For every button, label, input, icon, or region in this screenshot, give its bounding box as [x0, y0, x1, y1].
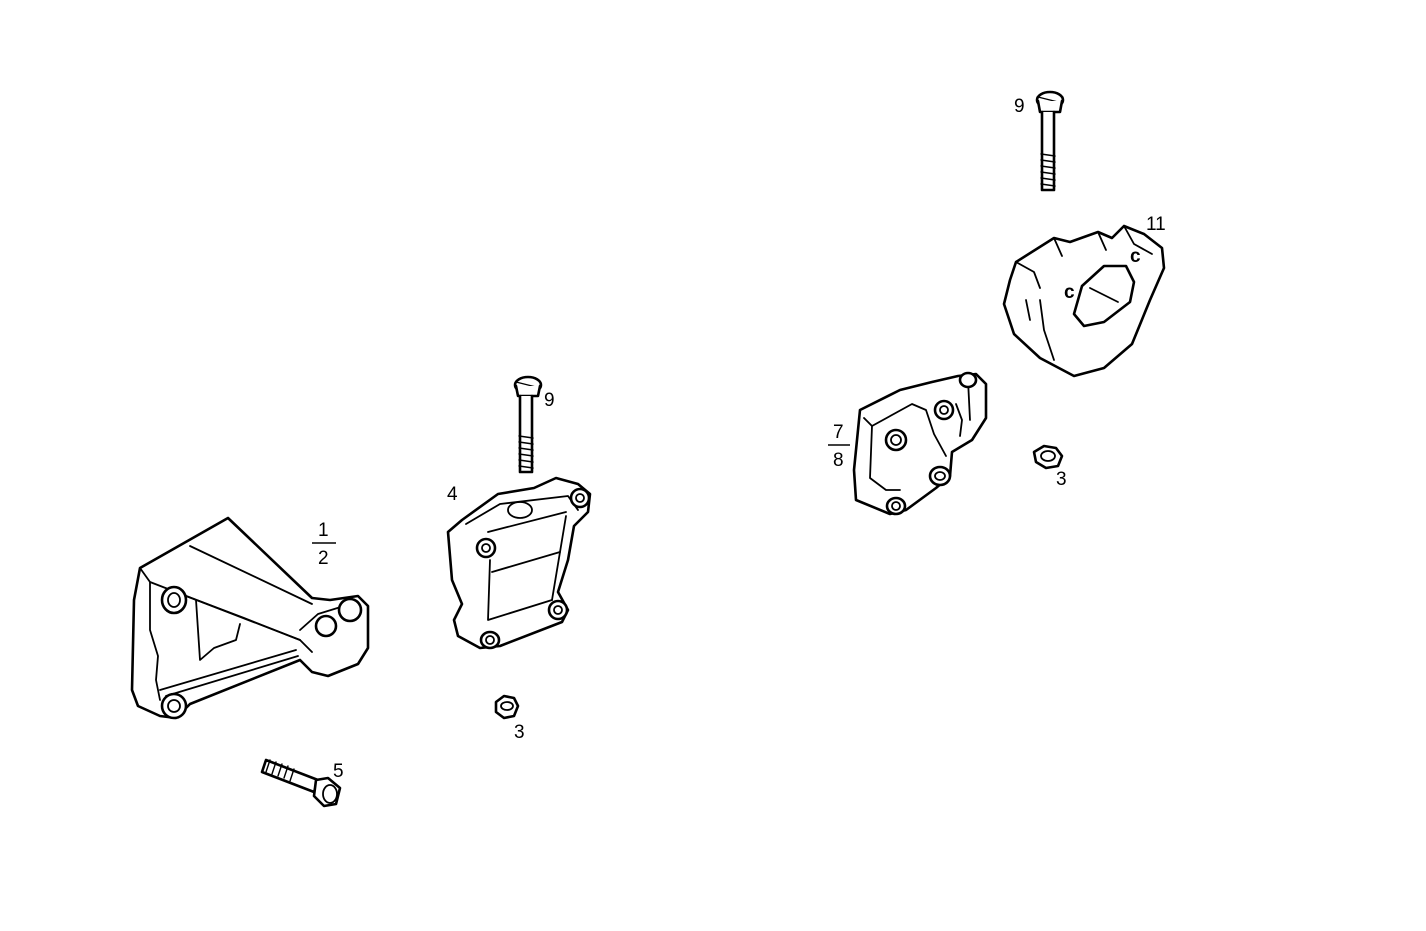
callout-11: 11	[1146, 214, 1166, 235]
callout-1-2: 1 2	[312, 520, 336, 569]
callout-9-left: 9	[544, 390, 555, 411]
nut-part-3-left	[494, 694, 520, 720]
callout-1-2-denominator: 2	[318, 548, 329, 569]
bolt-part-9-right	[1035, 90, 1065, 192]
bracket-part-7-8	[852, 371, 988, 516]
bracket-part-1-2	[130, 516, 370, 720]
mark-c-left: c	[1064, 282, 1075, 303]
callout-9-right: 9	[1014, 96, 1025, 117]
callout-3-left: 3	[514, 722, 525, 743]
callout-7-8: 7 8	[828, 422, 850, 471]
callout-3-right: 3	[1056, 469, 1067, 490]
rubber-mount-part-11: c c	[1002, 224, 1166, 378]
callout-7-8-numerator: 7	[833, 422, 844, 443]
bolt-part-5	[260, 758, 342, 808]
bolt-part-9-left	[513, 375, 543, 474]
mounting-block-part-4	[446, 476, 592, 650]
callout-1-2-numerator: 1	[318, 520, 329, 541]
nut-part-3-right	[1032, 444, 1064, 470]
callout-4: 4	[447, 484, 458, 505]
mark-c-right: c	[1130, 246, 1141, 267]
callout-5: 5	[333, 761, 344, 782]
callout-7-8-denominator: 8	[833, 450, 844, 471]
